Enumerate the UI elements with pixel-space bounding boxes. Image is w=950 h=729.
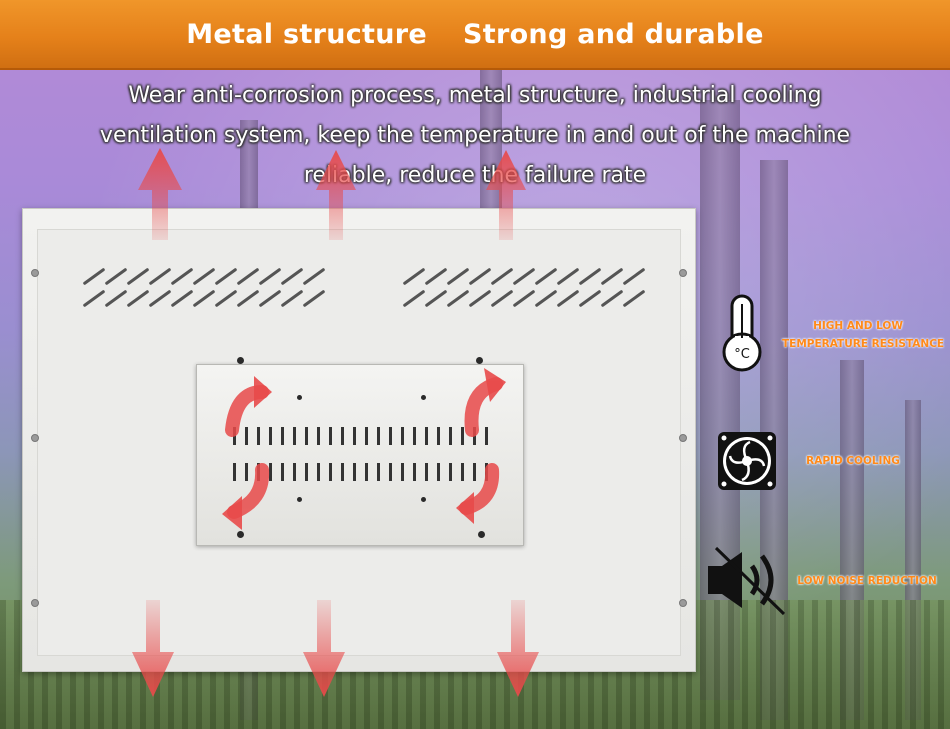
- mount-hole: [31, 599, 39, 607]
- cooling-slot: [269, 427, 272, 445]
- mount-hole: [679, 434, 687, 442]
- screw: [421, 395, 426, 400]
- cooling-slot: [281, 463, 284, 481]
- cooling-slot: [329, 427, 332, 445]
- cooling-slot: [461, 463, 464, 481]
- cooling-slot: [449, 463, 452, 481]
- screw: [297, 395, 302, 400]
- cooling-slot: [437, 463, 440, 481]
- cooling-slot: [461, 427, 464, 445]
- feature-label-line: RAPID COOLING: [806, 455, 900, 467]
- cooling-slot: [401, 427, 404, 445]
- mount-hole: [31, 269, 39, 277]
- cooling-slot: [377, 463, 380, 481]
- feature-label-noise: LOW NOISE REDUCTION: [796, 572, 938, 590]
- cooling-slot: [437, 427, 440, 445]
- banner-title-left: Metal structure: [186, 18, 428, 50]
- cooling-slot: [245, 427, 248, 445]
- cooling-slot: [485, 463, 488, 481]
- cooling-slot: [473, 463, 476, 481]
- cooling-slot: [365, 463, 368, 481]
- mount-hole: [31, 434, 39, 442]
- feature-label-line: TEMPERATURE RESISTANCE: [782, 338, 945, 350]
- cooling-slot: [257, 463, 260, 481]
- metal-back-panel: [22, 208, 696, 672]
- screw: [237, 531, 244, 538]
- mute-speaker-icon: [708, 546, 786, 616]
- description-line: Wear anti-corrosion process, metal struc…: [128, 83, 822, 108]
- svg-text:°C: °C: [734, 347, 750, 362]
- mount-hole: [679, 269, 687, 277]
- cooling-slot: [341, 463, 344, 481]
- screw: [297, 497, 302, 502]
- thermometer-icon: °C: [722, 294, 762, 372]
- cooling-slot: [341, 427, 344, 445]
- cooling-slot: [485, 427, 488, 445]
- description-text: Wear anti-corrosion process, metal struc…: [40, 76, 910, 196]
- feature-label-line: HIGH AND LOW: [813, 320, 903, 332]
- cooling-slot: [305, 427, 308, 445]
- cooling-slot: [365, 427, 368, 445]
- cooling-slot: [425, 463, 428, 481]
- cooling-slot: [353, 427, 356, 445]
- title-banner: Metal structure Strong and durable: [0, 0, 950, 70]
- cooling-slot: [389, 427, 392, 445]
- feature-label-line: LOW NOISE REDUCTION: [797, 575, 937, 587]
- cooling-slot: [317, 463, 320, 481]
- screw: [237, 357, 244, 364]
- cooling-slot: [293, 427, 296, 445]
- fan-icon: [718, 432, 776, 490]
- cooling-slot: [305, 463, 308, 481]
- screw: [421, 497, 426, 502]
- cooling-slot: [233, 463, 236, 481]
- cooling-slot: [413, 427, 416, 445]
- cooling-slot: [245, 463, 248, 481]
- cooling-slot: [329, 463, 332, 481]
- screw: [478, 531, 485, 538]
- cooling-slot: [473, 427, 476, 445]
- cooling-slot: [449, 427, 452, 445]
- cooling-slot: [353, 463, 356, 481]
- inner-chassis-plate: [196, 357, 524, 546]
- cooling-slot: [269, 463, 272, 481]
- cooling-slot: [257, 427, 260, 445]
- cooling-slot: [281, 427, 284, 445]
- cooling-slot: [413, 463, 416, 481]
- cooling-slot: [389, 463, 392, 481]
- cooling-slot: [293, 463, 296, 481]
- banner-title-right: Strong and durable: [463, 18, 764, 50]
- mount-hole: [679, 599, 687, 607]
- cooling-slot: [377, 427, 380, 445]
- cooling-slot: [233, 427, 236, 445]
- feature-label-temperature: HIGH AND LOW TEMPERATURE RESISTANCE: [782, 317, 945, 353]
- cooling-slot: [425, 427, 428, 445]
- feature-label-cooling: RAPID COOLING: [790, 452, 916, 470]
- screw: [476, 357, 483, 364]
- description-line: reliable, reduce the failure rate: [303, 163, 647, 188]
- cooling-slot: [401, 463, 404, 481]
- description-line: ventilation system, keep the temperature…: [99, 123, 851, 148]
- cooling-slot: [317, 427, 320, 445]
